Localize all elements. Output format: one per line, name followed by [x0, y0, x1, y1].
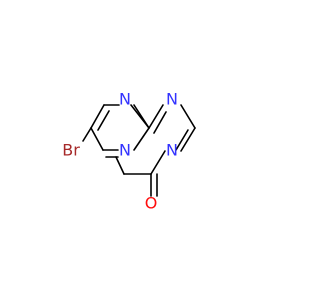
- structure-canvas: N N N N Br O: [62, 90, 196, 213]
- atom-label-n4: N: [166, 141, 178, 160]
- bond-c-n4: [180, 127, 196, 152]
- molecule-drawing: N N N N Br O: [62, 90, 196, 213]
- bond-n2-c4a: [133, 127, 150, 151]
- bond-c8a-n3: [148, 104, 164, 129]
- bond-n4-co: [150, 150, 166, 175]
- bond-co-c4a-b: [115, 156, 125, 175]
- bond-c-c: [90, 104, 105, 129]
- bond-c-cbr: [90, 127, 104, 151]
- bond-n3-c: [180, 104, 196, 129]
- atom-label-o: O: [145, 194, 158, 213]
- bond-n1-c8a: [130, 104, 150, 129]
- atom-label-n2: N: [119, 141, 131, 160]
- atom-label-n1: N: [119, 90, 131, 109]
- bond-c8a-n3-double: [153, 111, 167, 134]
- bond-c-n4-double: [175, 129, 189, 151]
- bonds: [82, 104, 196, 197]
- atom-label-br: Br: [62, 141, 80, 160]
- bond-c-c-double: [97, 110, 110, 131]
- bond-c-br: [82, 127, 92, 142]
- atom-label-n3: N: [166, 90, 178, 109]
